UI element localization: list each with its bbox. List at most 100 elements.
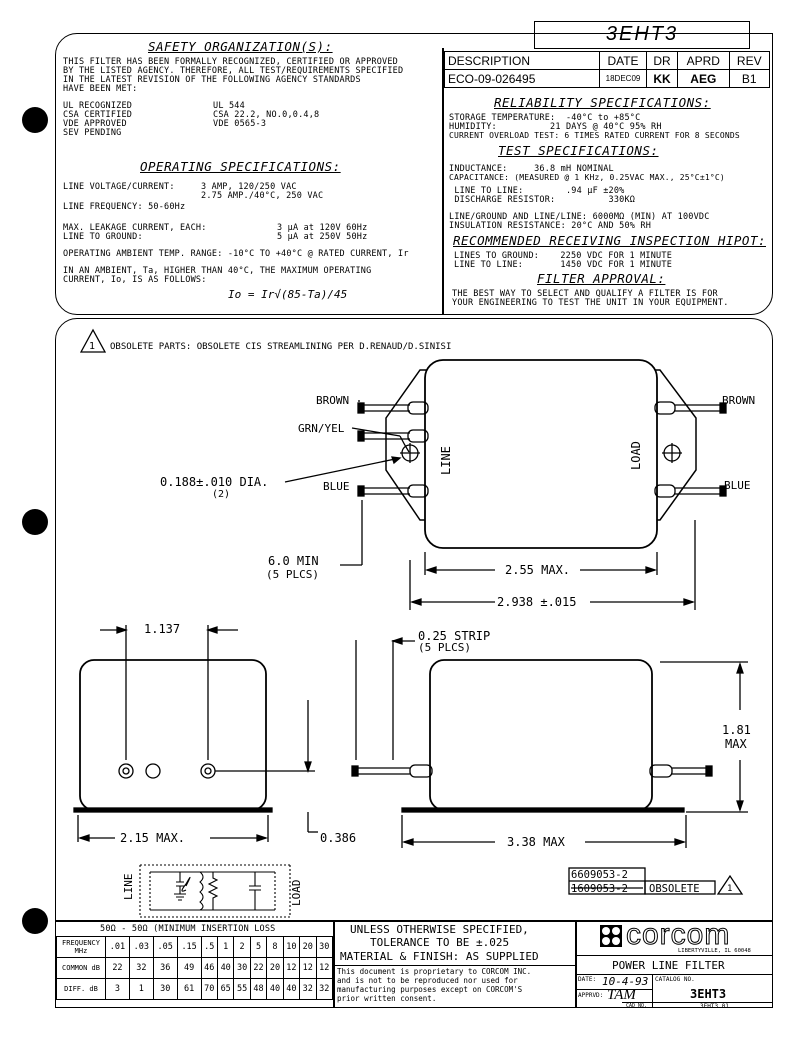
frequency-label: FREQUENCY MHz [56,936,106,958]
hipot-line: LINES TO GROUND: 2250 VDC FOR 1 MINUTE [454,251,673,261]
common-cell: 46 [200,957,218,979]
test-line: CAPACITANCE: (MEASURED @ 1 KHz, 0.25VAC … [449,173,725,182]
tolerance-line: UNLESS OTHERWISE SPECIFIED, [350,923,529,936]
tolerance-rule [334,965,575,966]
revision-row: ECO-09-026495 18DEC09 KK AEG B1 [444,69,771,88]
hipot-line: LINE TO LINE: 1450 VDC FOR 1 MINUTE [454,260,673,270]
reliability-title: RELIABILITY SPECIFICATIONS: [494,95,711,110]
title-block-divider [575,920,577,1008]
filter-side-view [73,625,318,842]
common-cell: 32 [128,957,154,979]
dim-215: 2.15 MAX. [120,831,185,845]
common-cell: 40 [216,957,235,979]
schematic-load-label: LOAD [290,880,303,907]
freq-cell: 20 [299,936,317,958]
common-label: COMMON dB [56,957,106,979]
corcom-logo-icon [600,925,622,947]
binder-hole [22,509,48,535]
filter-body-top [424,359,658,549]
insertion-loss-table: FREQUENCY MHz .01 .03 .05 .15 .5 1 2 5 8… [56,936,334,1000]
wire-brown-right: BROWN [722,394,755,407]
safety-title: SAFETY ORGANIZATION(S): [148,39,333,54]
product-name: POWER LINE FILTER [612,959,725,972]
diff-cell: 61 [176,978,202,1000]
common-cell: 12 [299,957,317,979]
panel-divider [442,48,444,314]
dim-strip: 0.25 STRIP [418,629,490,643]
operating-title: OPERATING SPECIFICATIONS: [140,159,341,174]
approver-signature: TAM [607,987,636,1003]
proprietary-line: This document is proprietary to CORCOM I… [337,967,532,976]
filter-body-end [429,659,653,811]
agency-name: SEV PENDING [63,128,122,138]
freq-cell: 10 [282,936,301,958]
spec-panel [55,33,773,315]
freq-cell: .5 [200,936,218,958]
diff-label: DIFF. dB [56,978,106,1000]
freq-cell: .15 [176,936,202,958]
diff-cell: 30 [152,978,178,1000]
safety-line: IN THE LATEST REVISION OF THE FOLLOWING … [63,75,361,85]
insertion-loss-title: 50Ω - 50Ω (MINIMUM INSERTION LOSS [100,924,276,934]
common-cell: 22 [249,957,268,979]
diff-cell: 40 [282,978,301,1000]
common-cell: 30 [233,957,251,979]
reliability-line: CURRENT OVERLOAD TEST: 6 TIMES RATED CUR… [449,131,740,140]
obsolete-label: OBSOLETE [649,883,700,895]
dim-181-max: MAX [725,737,747,751]
title-rule [622,1002,773,1003]
binder-hole [22,908,48,934]
old-part-number: 1609053-2 [571,883,628,895]
wire-brown-left: BROWN [316,394,349,407]
title-block-divider [333,920,335,1008]
line-voltage-2: 2.75 AMP./40°C, 250 VAC [201,191,324,201]
dim-338: 3.38 MAX [507,835,566,849]
safety-line: HAVE BEEN MET: [63,84,138,94]
diff-cell: 3 [105,978,130,1000]
wire-blue-left: BLUE [323,480,350,493]
date-label: DATE: [578,976,597,983]
label-load: LOAD [629,441,643,470]
freq-cell: .05 [152,936,178,958]
diff-cell: 70 [200,978,218,1000]
dim-1137: 1.137 [144,622,180,636]
dia-leader [284,457,401,483]
diff-cell: 65 [216,978,235,1000]
revision-table: DESCRIPTION DATE DR APRD REV ECO-09-0264… [444,51,771,88]
diff-row: DIFF. dB 3 1 30 61 70 65 55 48 40 40 32 … [56,978,334,1000]
rev-header-aprd: APRD [677,51,730,70]
leakage-label: MAX. LEAKAGE CURRENT, EACH: [63,223,207,233]
cad-value: 3EHT3.01 [700,1003,729,1010]
frequency-row: FREQUENCY MHz .01 .03 .05 .15 .5 1 2 5 8… [56,936,334,958]
title-col-divider [652,974,653,1008]
dim-255: 2.55 MAX. [505,563,570,577]
dim-diameter: 0.188±.010 DIA. [160,475,268,489]
filter-end-view [351,637,748,848]
approval-title: FILTER APPROVAL: [537,271,666,286]
reliability-line: STORAGE TEMPERATURE: -40°C to +85°C [449,113,641,123]
rev-approved-by: AEG [677,69,730,88]
diff-cell: 55 [233,978,251,1000]
freq-cell: 1 [216,936,235,958]
ambient-note: CURRENT, Io, IS AS FOLLOWS: [63,275,207,285]
reliability-line: HUMIDITY: 21 DAYS @ 40°C 95% RH [449,122,662,132]
label-line: LINE [439,446,453,475]
filter-top-view [284,359,727,549]
cad-label: CAD NO. [626,1003,648,1009]
agency-name: CSA CERTIFIED [63,110,133,120]
date-value: 10-4-93 [602,975,649,988]
title-rule [576,955,773,956]
drawing-panel [55,318,773,922]
line-voltage-1: 3 AMP, 120/250 VAC [201,182,297,192]
wire-blue-right: BLUE [724,479,751,492]
proprietary-line: and is not to be reproduced nor used for [337,976,518,985]
filter-body-side [79,659,267,811]
rev-drawn-by: KK [645,69,679,88]
test-line: INSULATION RESISTANCE: 20°C AND 50% RH [449,221,652,231]
obsolete-note-number: 1 [727,884,732,894]
rev-header-dr: DR [645,51,679,70]
schematic-line-label: LINE [122,874,135,901]
dim-min-qty: (5 PLCS) [266,568,319,581]
ambient-range: OPERATING AMBIENT TEMP. RANGE: -10°C TO … [63,249,409,259]
